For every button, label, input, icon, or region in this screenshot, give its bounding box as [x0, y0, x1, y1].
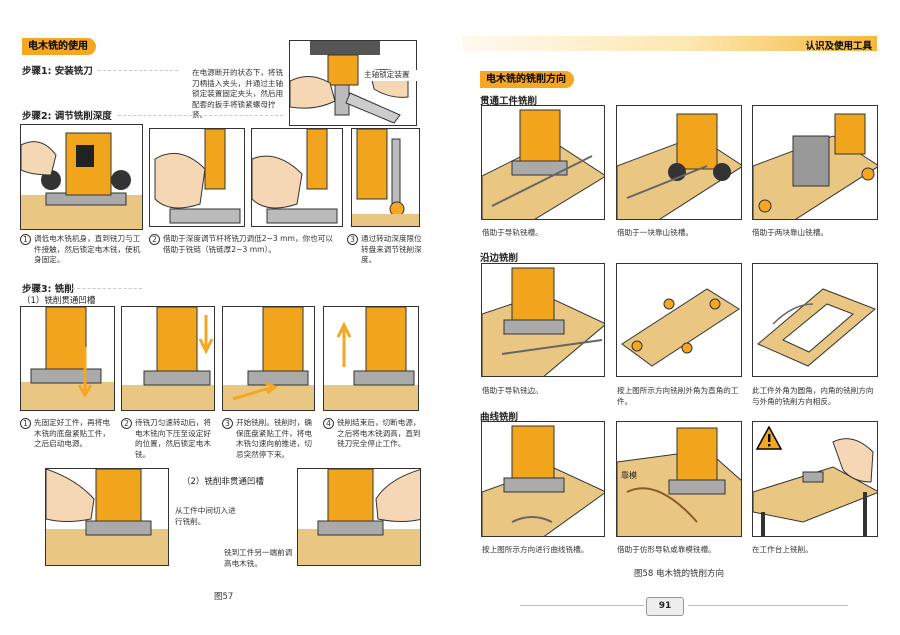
step2-panel-2 — [149, 128, 245, 227]
sec2-caption-2: 按上图所示方向铣削外角为直角的工件。 — [617, 386, 739, 406]
step2-panel-1 — [20, 124, 143, 230]
template-label: 靠模 — [621, 471, 637, 480]
sec1-caption-3: 借助于两块靠山铣槽。 — [752, 228, 828, 237]
sec1-heading: 贯通工件铣削 — [480, 96, 538, 107]
sec2-caption-1: 借助于导轨铣边。 — [482, 386, 543, 395]
sec2-panel-1 — [481, 263, 605, 377]
footer-line-left — [520, 605, 644, 606]
step2-panel-3 — [251, 128, 343, 227]
stopped-groove-note-a: 从工件中间切入进行铣削。 — [175, 506, 236, 526]
step3-panel-3 — [222, 306, 315, 411]
sec3-panel-3 — [752, 421, 878, 537]
page-header-title: 认识及使用工具 — [805, 41, 872, 52]
sec3-caption-3: 在工作台上铣削。 — [752, 545, 813, 554]
step3-panel-4 — [323, 306, 419, 411]
sec1-caption-1: 借助于导轨铣槽。 — [482, 228, 543, 237]
sec3-panel-2 — [616, 421, 742, 537]
sec2-panel-3 — [752, 263, 878, 377]
step3-panel-2 — [121, 306, 215, 411]
warning-icon — [755, 425, 783, 454]
sec1-panel-2 — [616, 105, 742, 220]
stopped-groove-note-b: 铣到工件另一端前调高电木铣。 — [224, 548, 293, 568]
footer-line-right — [688, 605, 848, 606]
right-section-title: 电木铣的铣削方向 — [480, 71, 574, 88]
sec3-panel-1 — [481, 421, 605, 537]
sec1-caption-2: 借助于一块靠山铣槽。 — [617, 228, 693, 237]
stopped-groove-panel-1 — [45, 468, 169, 566]
page-number: 91 — [646, 597, 684, 616]
figure-57-caption: 图57 — [214, 592, 234, 602]
figure-58-caption: 图58 电木铣的铣削方向 — [634, 569, 725, 579]
step3-heading: 步骤3: 铣削 — [22, 284, 74, 295]
sec3-heading: 曲线铣削 — [480, 412, 519, 423]
stopped-groove-panel-2 — [297, 468, 421, 566]
sec1-panel-1 — [481, 105, 605, 220]
step1-illustration — [289, 40, 417, 126]
divider — [72, 288, 142, 289]
step1-note: 在电源断开的状态下，将铣刀柄插入夹头，并通过主轴锁定装置固定夹头，然后用配套的扳… — [192, 68, 284, 119]
step2-panel-4 — [351, 128, 420, 227]
page-header-bar — [462, 36, 877, 51]
sec3-caption-2: 借助于仿形导轨或靠模铣槽。 — [617, 545, 716, 554]
left-section-title: 电木铣的使用 — [22, 38, 96, 55]
divider — [118, 115, 283, 116]
sec2-heading: 沿边铣削 — [480, 253, 519, 264]
step2-heading: 步骤2: 调节铣削深度 — [22, 111, 112, 122]
step3-sub2: （2）铣削非贯通凹槽 — [182, 477, 264, 487]
step3-sub1: （1）铣削贯通凹槽 — [22, 296, 96, 306]
step1-heading: 步骤1: 安装铣刀 — [22, 66, 93, 77]
spindle-lock-label: 主轴锁定装置 — [364, 70, 419, 81]
sec1-panel-3 — [752, 105, 878, 220]
sec2-caption-3: 此工件外角为圆角，内角的铣削方向与外角的铣削方向相反。 — [752, 386, 874, 406]
divider — [98, 70, 178, 71]
sec2-panel-2 — [616, 263, 742, 377]
sec3-caption-1: 按上图所示方向进行曲线铣槽。 — [482, 545, 589, 554]
step3-panel-1 — [20, 306, 115, 411]
